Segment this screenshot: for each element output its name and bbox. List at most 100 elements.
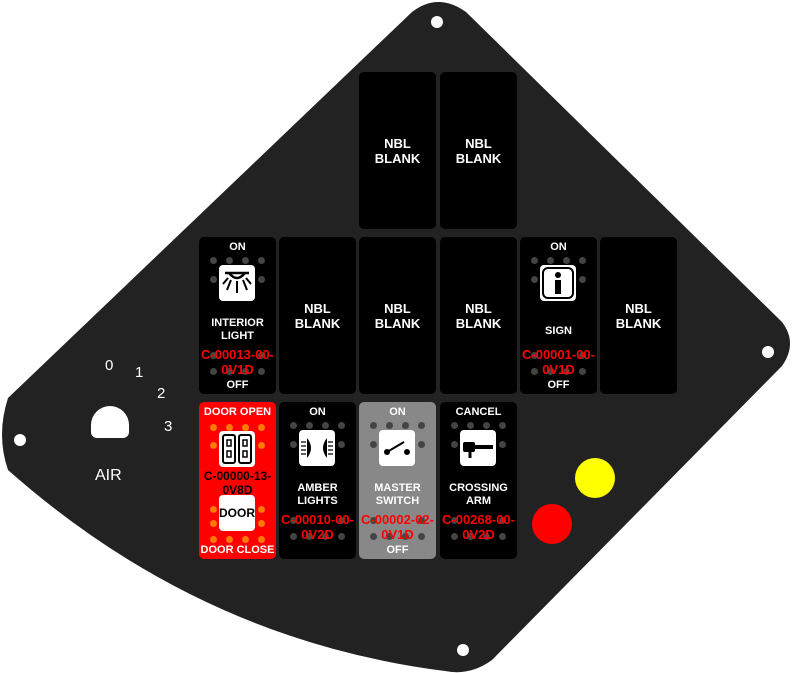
part-code: 0V1D: [381, 527, 414, 542]
blank-label: BLANK: [455, 151, 502, 166]
knob-pos-2: 2: [157, 385, 166, 402]
switch-name: LIGHT: [221, 330, 254, 342]
switch-name: INTERIOR: [211, 317, 264, 329]
red-button[interactable]: [532, 504, 572, 544]
indicator-dot: [258, 257, 265, 264]
indicator-dot: [418, 441, 425, 448]
part-code: C-00010-00-: [281, 512, 354, 527]
mounting-hole: [457, 644, 469, 656]
knob-pos-3: 3: [164, 418, 173, 435]
mounting-hole: [14, 434, 26, 446]
indicator-dot: [386, 533, 393, 540]
indicator-dot: [258, 352, 265, 359]
indicator-dot: [531, 352, 538, 359]
part-code: 0V8D: [222, 483, 253, 497]
indicator-dot: [579, 352, 586, 359]
indicator-dot: [210, 424, 217, 431]
indicator-dot: [226, 536, 233, 543]
indicator-dot: [242, 257, 249, 264]
part-code: 0V1D: [542, 362, 575, 377]
indicator-dot: [402, 533, 409, 540]
part-code: C-00013-00-: [201, 347, 274, 362]
indicator-dot: [531, 276, 538, 283]
indicator-dot: [226, 257, 233, 264]
indicator-dot: [579, 368, 586, 375]
blank-label: BLANK: [374, 316, 421, 331]
indicator-dot: [322, 422, 329, 429]
indicator-dot: [242, 536, 249, 543]
indicator-dot: [418, 422, 425, 429]
indicator-dot: [467, 533, 474, 540]
indicator-dot: [210, 352, 217, 359]
on-label: ON: [309, 406, 326, 418]
indicator-dot: [290, 517, 297, 524]
mounting-hole: [762, 346, 774, 358]
yellow-button[interactable]: [575, 458, 615, 498]
air-knob[interactable]: [91, 406, 129, 438]
indicator-dot: [210, 506, 217, 513]
switch-name: MASTER: [374, 482, 421, 494]
door-label: DOOR: [219, 495, 255, 531]
blank-label: NBL: [384, 136, 411, 151]
indicator-dot: [258, 442, 265, 449]
part-code: 0V2D: [301, 527, 334, 542]
indicator-dot: [499, 517, 506, 524]
door-switch[interactable]: DOOR OPEN C-00000-13-0V8D DOOR DOOR CLOS…: [199, 402, 276, 559]
indicator-dot: [483, 422, 490, 429]
indicator-dot: [579, 276, 586, 283]
switch-name: LIGHTS: [297, 495, 338, 507]
indicator-dot: [258, 424, 265, 431]
indicator-dot: [210, 276, 217, 283]
on-label: ON: [550, 241, 567, 253]
switch-name: AMBER: [297, 482, 338, 494]
indicator-dot: [258, 276, 265, 283]
indicator-dot: [499, 441, 506, 448]
indicator-dot: [547, 368, 554, 375]
knob-pos-1: 1: [135, 364, 144, 381]
blank-label: BLANK: [615, 316, 662, 331]
indicator-dot: [290, 422, 297, 429]
knob-pos-0: 0: [105, 357, 114, 374]
blank-label: BLANK: [455, 316, 502, 331]
door-panels-icon: [219, 431, 255, 467]
indicator-dot: [210, 520, 217, 527]
switch-name: ARM: [465, 495, 492, 507]
amber-lights-icon: [299, 430, 335, 466]
switch-icon: [379, 430, 415, 466]
indicator-dot: [258, 536, 265, 543]
blank-label: BLANK: [374, 151, 421, 166]
indicator-dot: [210, 536, 217, 543]
indicator-dot: [451, 422, 458, 429]
air-label: AIR: [95, 467, 122, 484]
part-code: 0V2D: [462, 527, 495, 542]
sign-switch[interactable]: ON SIGN C-00001-00-0V1D OFF: [520, 237, 597, 394]
blank-label: NBL: [625, 301, 652, 316]
indicator-dot: [290, 441, 297, 448]
off-label: OFF: [226, 379, 249, 391]
switch-name: SWITCH: [375, 495, 420, 507]
switch-name: SIGN: [545, 325, 572, 337]
interior-light-icon: [219, 265, 255, 301]
off-label: OFF: [386, 544, 409, 556]
indicator-dot: [338, 533, 345, 540]
indicator-dot: [451, 533, 458, 540]
info-icon: [540, 265, 576, 301]
indicator-dot: [483, 533, 490, 540]
blank-label: NBL: [465, 136, 492, 151]
indicator-dot: [258, 506, 265, 513]
on-label: ON: [389, 406, 406, 418]
indicator-dot: [226, 368, 233, 375]
indicator-dot: [370, 441, 377, 448]
indicator-dot: [338, 517, 345, 524]
indicator-dot: [210, 442, 217, 449]
